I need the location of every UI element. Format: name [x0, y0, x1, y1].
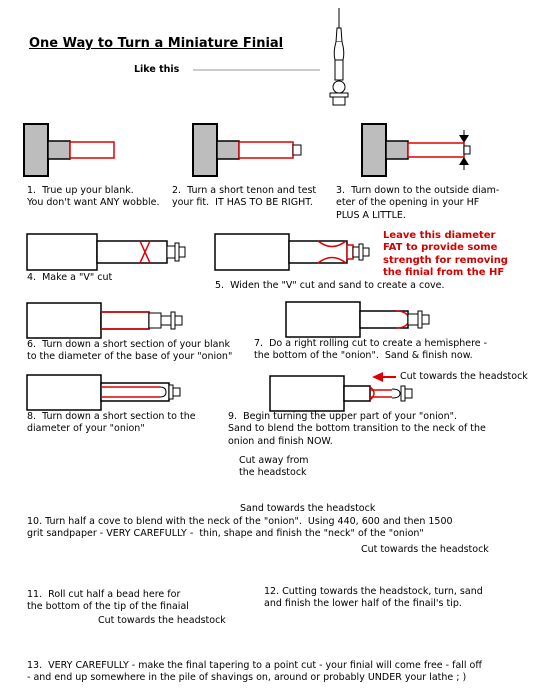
step-9-illustration [269, 372, 413, 412]
step-3-caption: 3. Turn down to the outside diam- eter o… [336, 185, 500, 221]
step-10-arrow-label-top: Cut away from the headstock [239, 455, 309, 478]
page-title: One Way to Turn a Miniature Finial [29, 36, 284, 51]
step-4-caption: 4. Make a "V" cut [27, 272, 113, 283]
fat-diameter-note: Leave this diameter FAT to provide some … [383, 230, 508, 278]
step-1-caption: 1. True up your blank. You don't want AN… [27, 185, 160, 209]
finished-finial-illustration [193, 8, 349, 106]
step-7-illustration [285, 301, 430, 338]
step-2-illustration [192, 123, 302, 177]
step-1-illustration [23, 123, 115, 177]
step-2-caption: 2. Turn a short tenon and test your fit.… [172, 185, 317, 209]
step-13-caption: 13. VERY CAREFULLY - make the final tape… [27, 660, 482, 684]
step-5-caption: 5. Widen the "V" cut and sand to create … [215, 280, 445, 291]
step-9-caption: 9. Begin turning the upper part of your … [228, 411, 486, 447]
step-6-illustration [26, 302, 183, 339]
like-this-label: Like this [134, 64, 180, 75]
step-12-caption: 12. Cutting towards the headstock, turn,… [264, 586, 483, 610]
step-10-caption: 10. Turn half a cove to blend with the n… [27, 516, 453, 540]
step-3-illustration [361, 123, 471, 177]
step-7-caption: 7. Do a right rolling cut to create a he… [254, 338, 488, 362]
step-11-caption: 11. Roll cut half a bead here for the bo… [27, 589, 189, 613]
step-12-arrow-label: Cut towards the headstock [361, 544, 489, 555]
step-8-illustration [26, 374, 181, 411]
step-4-illustration [26, 233, 186, 271]
step-13-arrow-label: Cut towards the headstock [98, 615, 226, 626]
step-8-caption: 8. Turn down a short section to the diam… [27, 411, 196, 435]
step-5-illustration [214, 233, 370, 271]
step-10-arrow-label-bottom: Sand towards the headstock [240, 503, 376, 514]
step-6-caption: 6. Turn down a short section of your bla… [27, 339, 233, 363]
step-9-arrow-label: Cut towards the headstock [400, 371, 528, 382]
